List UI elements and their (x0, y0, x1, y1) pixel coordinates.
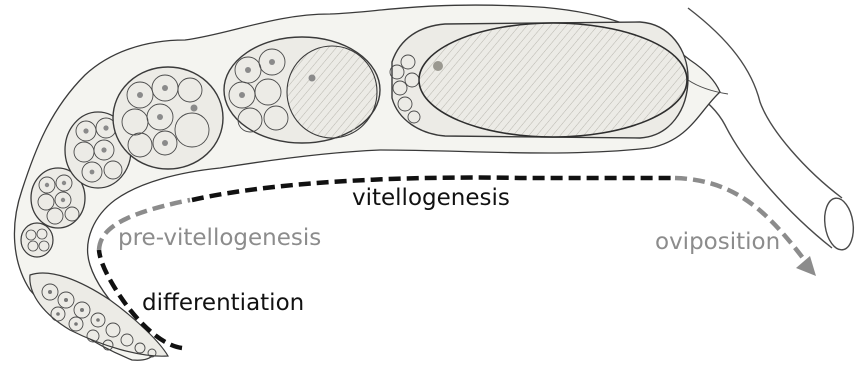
egg-chamber-4 (113, 67, 223, 169)
egg-chamber-5 (224, 37, 380, 143)
egg-chamber-1 (21, 223, 53, 257)
oviposition-label: oviposition (655, 231, 780, 254)
pre-vitellogenesis-label: pre-vitellogenesis (118, 227, 321, 250)
vitellogenesis-label: vitellogenesis (352, 187, 510, 210)
differentiation-label: differentiation (142, 292, 304, 315)
oviposition-arrowhead (796, 256, 816, 276)
